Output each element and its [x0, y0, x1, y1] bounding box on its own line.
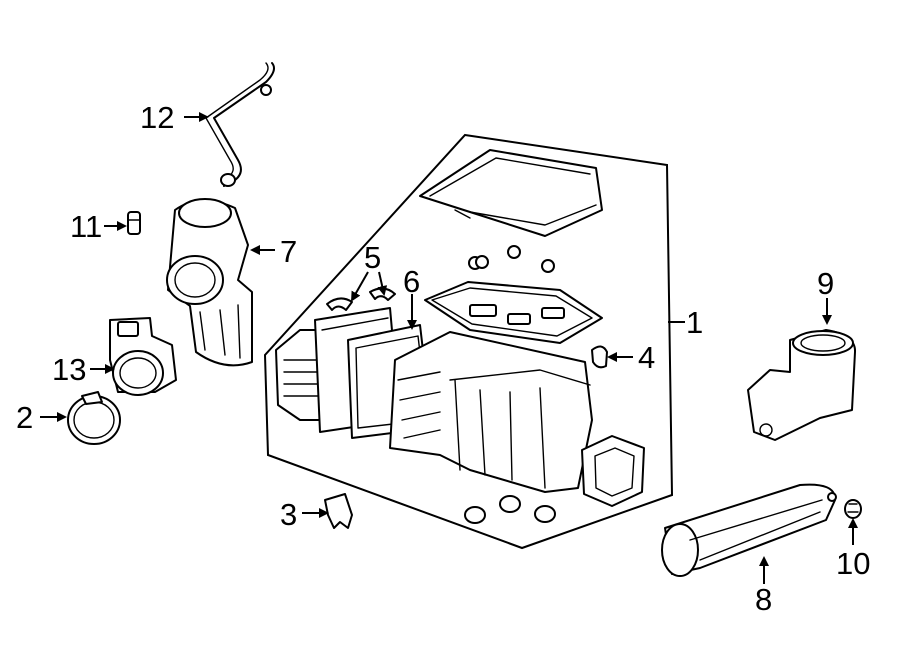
clamp-part-2: [67, 391, 121, 445]
lower-housing: [389, 331, 593, 493]
callout-4: 4: [638, 340, 655, 375]
intake-part-8: [661, 483, 837, 577]
callout-8: 8: [755, 582, 772, 617]
maf-sensor-part-13: [109, 317, 177, 396]
callout-1: 1: [686, 305, 703, 340]
callout-13: 13: [52, 352, 86, 387]
hose-part-12: [205, 62, 275, 187]
callout-labels: 1 2 3 4 5 6 7 8 9 10 11 12 13: [16, 100, 870, 617]
callout-9: 9: [817, 266, 834, 301]
callout-10: 10: [836, 546, 870, 581]
sensor-part-11: [127, 211, 141, 235]
leader-5a: [351, 271, 369, 302]
grommets: [464, 495, 556, 524]
callout-6: 6: [403, 264, 420, 299]
air-box-cover: [419, 149, 603, 237]
inlet-tube-part-7: [166, 198, 253, 367]
assembly-outline: [263, 133, 674, 550]
clip-part-4: [591, 345, 608, 369]
callout-2: 2: [16, 400, 33, 435]
duct-part-9: [747, 329, 857, 441]
callout-12: 12: [140, 100, 174, 135]
callout-leaders: [40, 112, 858, 584]
leader-5b: [377, 271, 388, 296]
callout-5: 5: [364, 240, 381, 275]
grommet-part-10: [844, 499, 862, 519]
outlet-adapter: [581, 435, 645, 507]
callout-11: 11: [70, 209, 102, 244]
callout-7: 7: [280, 234, 297, 269]
clips: [326, 287, 396, 311]
callout-3: 3: [280, 497, 297, 532]
screws: [468, 245, 555, 273]
bracket-part-3: [324, 493, 353, 529]
seal-frame: [424, 281, 603, 344]
